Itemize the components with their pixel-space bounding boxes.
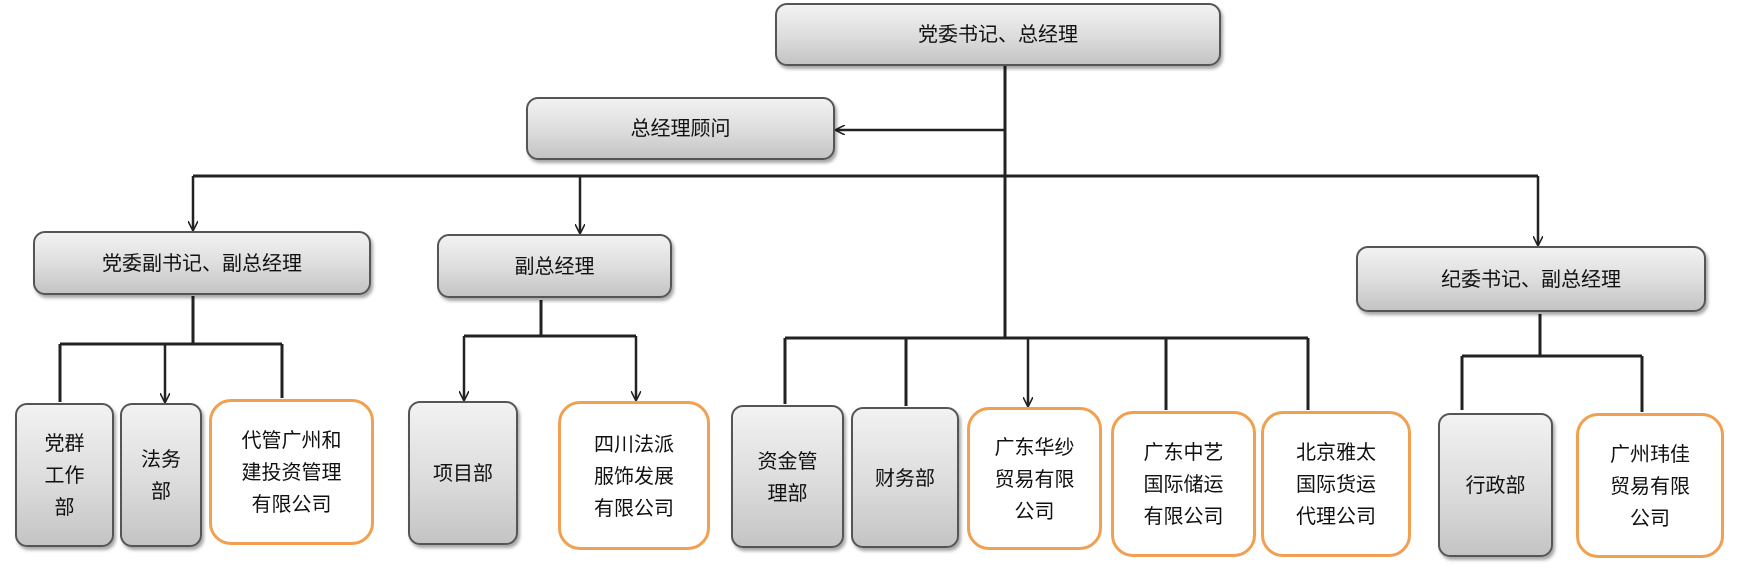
node-guangzhou-weijia: 广州玮佳 贸易有限 公司 xyxy=(1576,413,1724,558)
node-deputy-gm: 副总经理 xyxy=(437,234,672,298)
node-legal-dept: 法务 部 xyxy=(120,403,202,547)
node-treasury-dept: 资金管 理部 xyxy=(731,405,844,548)
node-dangqun-dept: 党群 工作 部 xyxy=(15,403,114,547)
node-admin-dept: 行政部 xyxy=(1438,413,1553,557)
node-sichuan-fapai: 四川法派 服饰发展 有限公司 xyxy=(558,401,710,550)
node-projects-dept: 项目部 xyxy=(408,401,518,545)
node-discipline-secretary: 纪委书记、副总经理 xyxy=(1356,246,1706,312)
node-finance-dept: 财务部 xyxy=(851,407,959,548)
node-secretary-gm: 党委书记、总经理 xyxy=(775,3,1221,66)
node-gm-advisor: 总经理顾问 xyxy=(526,97,835,160)
node-beijing-yatai: 北京雅太 国际货运 代理公司 xyxy=(1261,411,1411,557)
node-deputy-secretary: 党委副书记、副总经理 xyxy=(33,231,371,295)
node-guangdong-zhongyi: 广东中艺 国际储运 有限公司 xyxy=(1111,411,1256,557)
node-guangdong-huasha: 广东华纱 贸易有限 公司 xyxy=(967,407,1102,550)
node-guangzhou-hejian: 代管广州和 建投资管理 有限公司 xyxy=(209,399,374,545)
